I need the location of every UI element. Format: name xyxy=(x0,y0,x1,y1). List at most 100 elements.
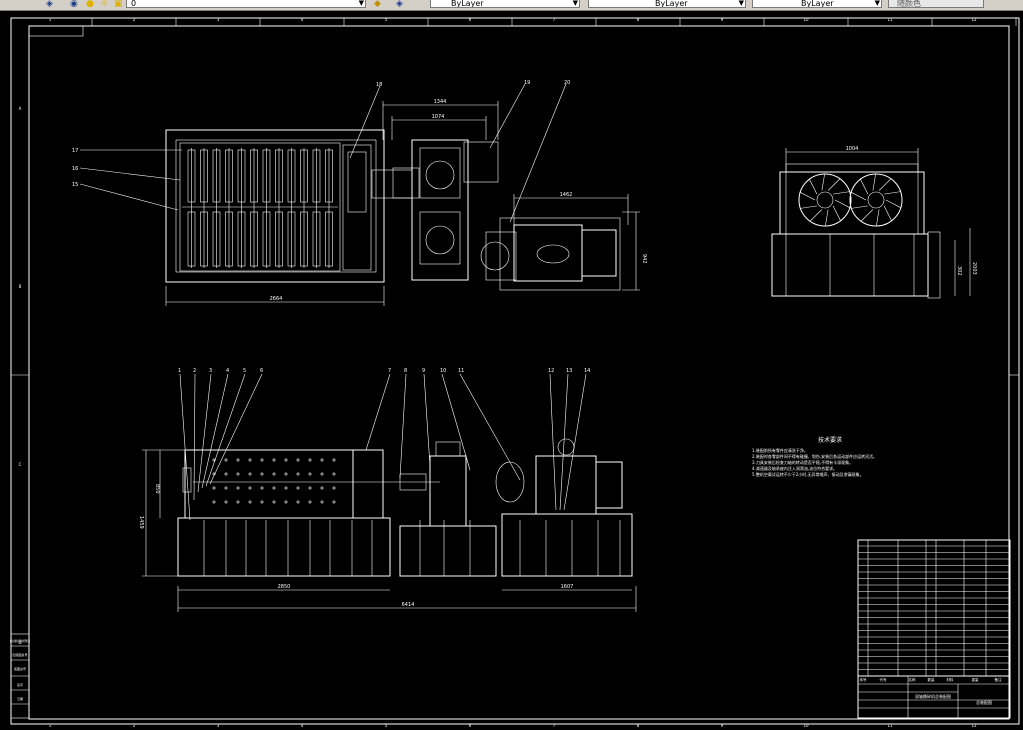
part-number-label: 13 xyxy=(566,368,572,374)
border-col-label: 8 xyxy=(637,17,640,22)
make-current-icon[interactable]: ◆ xyxy=(374,0,381,9)
color-value: ByLayer xyxy=(451,0,484,8)
note-line-3: 3.刀具安装后检查刀轴的转动是否平稳,不得有卡滞现象。 xyxy=(752,459,853,465)
part-number-20: 20 xyxy=(564,80,570,86)
border-col-label: 12 xyxy=(971,723,977,728)
base-frame-left xyxy=(177,517,391,577)
lineweight-dropdown[interactable]: ByLayer ▼ xyxy=(752,0,882,8)
border-col-label: 10 xyxy=(803,17,809,22)
reg-label-3: 底图总号 xyxy=(14,666,26,671)
dim-width-b: 1074 xyxy=(432,114,445,120)
cutter-blades-top xyxy=(187,148,333,268)
part-number-label: 12 xyxy=(548,368,554,374)
coupling-top xyxy=(371,169,413,199)
bom-header-cell: 材料 xyxy=(947,677,955,682)
chevron-down-icon[interactable]: ▼ xyxy=(358,0,364,7)
notes-title: 技术要求 xyxy=(818,436,842,444)
cutter-disc-right xyxy=(849,173,903,227)
part-number-label: 10 xyxy=(440,368,446,374)
border-col-label: 4 xyxy=(301,723,304,728)
brake-top xyxy=(480,241,510,271)
reg-label-5: 日期 xyxy=(17,696,23,701)
properties-toolbar: ◈ ◉ ● ☼ ▣ 0 ▼ ◆ ◈ ByLayer ▼ ByLayer ▼ By… xyxy=(0,0,1023,11)
side-housing xyxy=(779,171,925,235)
dim-total-length: 2664 xyxy=(270,296,283,302)
part-number-label: 6 xyxy=(260,368,263,374)
layer-previous-icon[interactable]: ◈ xyxy=(396,0,403,9)
bom-header-cell: 代号 xyxy=(880,677,888,682)
left-registration-block: 借(通)用件登记 旧底图总号 底图总号 签字 日期 xyxy=(10,633,30,719)
cutter-disc-left xyxy=(798,173,852,227)
border-col-label: 1 xyxy=(49,723,52,728)
reg-label-1: 借(通)用件登记 xyxy=(10,638,30,643)
part-number-label: 5 xyxy=(243,368,246,374)
layer-dropdown[interactable]: 0 ▼ xyxy=(126,0,366,8)
border-col-label: 7 xyxy=(553,17,556,22)
chevron-down-icon[interactable]: ▼ xyxy=(572,0,578,7)
title-block: 双轴撕碎机总装配图 总装配图 xyxy=(857,675,1011,719)
gearbox-top xyxy=(411,139,469,281)
base-frame-right xyxy=(501,513,633,577)
part-number-label: 11 xyxy=(458,368,464,374)
dim-height: 942 xyxy=(641,254,647,264)
part-number-label: 7 xyxy=(388,368,391,374)
note-line-5: 5.整机空载试运转不少于2小时,无异常噪声、振动及渗漏现象。 xyxy=(752,471,864,477)
top-view: 2664 1344 1074 1462 942 18 19 20 17 16 1… xyxy=(72,80,647,306)
layer-state-icon[interactable]: ◉ xyxy=(70,0,78,9)
border-col-label: 4 xyxy=(301,17,304,22)
motor-top xyxy=(513,224,583,282)
reg-label-4: 签字 xyxy=(17,682,23,687)
chevron-down-icon[interactable]: ▼ xyxy=(874,0,880,7)
coupling-front xyxy=(399,473,427,491)
side-view: 1004 302 2003 xyxy=(771,146,977,299)
part-number-18: 18 xyxy=(376,82,382,88)
corner-box xyxy=(28,25,84,37)
dim-front-right: 1607 xyxy=(561,584,574,590)
linetype-value: ByLayer xyxy=(655,0,688,8)
note-line-2: 2.装配时各零部件间不得有碰撞、划伤,安装后各运动部件应运转灵活。 xyxy=(752,453,877,459)
border-col-label: 5 xyxy=(385,723,388,728)
part-number-label: 9 xyxy=(422,368,425,374)
bom-header-cell: 名称 xyxy=(909,677,917,682)
border-col-label: 6 xyxy=(469,17,472,22)
dim-front-left: 2850 xyxy=(278,584,291,590)
border-col-label: 5 xyxy=(385,17,388,22)
lightbulb-icon[interactable]: ● xyxy=(86,0,94,9)
shredder-housing-top xyxy=(165,129,385,283)
sheet-label: 总装配图 xyxy=(976,699,992,705)
chevron-down-icon[interactable]: ▼ xyxy=(738,0,744,7)
border-row-label: C xyxy=(19,462,22,467)
dim-motor-len: 1462 xyxy=(560,192,573,198)
plotstyle-dropdown[interactable]: 随颜色 xyxy=(888,0,984,8)
dim-side-height-b: 2003 xyxy=(971,262,977,275)
sun-icon[interactable]: ☼ xyxy=(100,0,109,9)
inner-frame xyxy=(28,25,1010,720)
plotstyle-value: 随颜色 xyxy=(897,0,921,8)
part-number-15: 15 xyxy=(72,182,78,188)
border-col-label: 6 xyxy=(469,723,472,728)
outer-frame xyxy=(10,17,1020,725)
border-col-label: 1 xyxy=(49,17,52,22)
dim-side-height-a: 302 xyxy=(956,266,962,276)
lock-icon[interactable]: ▣ xyxy=(114,0,123,9)
border-col-label: 7 xyxy=(553,723,556,728)
border-col-label: 11 xyxy=(887,17,893,22)
border-row-label: B xyxy=(19,284,22,289)
bom-header-cell: 备注 xyxy=(995,677,1003,682)
linetype-dropdown[interactable]: ByLayer ▼ xyxy=(588,0,746,8)
part-number-label: 14 xyxy=(584,368,590,374)
part-number-label: 1 xyxy=(178,368,181,374)
dim-front-inner: 850 xyxy=(154,484,160,494)
note-line-1: 1.装配前所有零件应清洗干净。 xyxy=(752,447,808,453)
border-col-label: 9 xyxy=(721,723,724,728)
color-dropdown[interactable]: ByLayer ▼ xyxy=(430,0,580,8)
part-number-label: 2 xyxy=(193,368,196,374)
layer-manager-icon[interactable]: ◈ xyxy=(46,0,53,9)
border-col-label: 10 xyxy=(803,723,809,728)
drawing-name: 双轴撕碎机总装配图 xyxy=(915,693,951,699)
part-number-label: 4 xyxy=(226,368,229,374)
dim-front-total: 6414 xyxy=(402,602,415,608)
